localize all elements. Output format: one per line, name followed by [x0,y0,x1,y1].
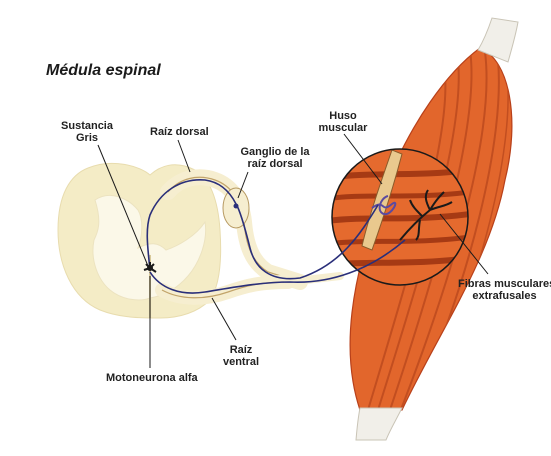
label-motoneurona: Motoneurona alfa [106,372,198,384]
label-huso-muscular: Huso muscular [308,110,378,134]
label-ganglio-line1: Ganglio de la [230,146,320,158]
label-ganglio: Ganglio de la raíz dorsal [230,146,320,170]
ganglion-cell [234,204,239,209]
label-huso-line1: Huso [308,110,378,122]
label-fibras: Fibras musculares extrafusales [458,278,551,302]
label-fibras-line2: extrafusales [458,290,551,302]
label-raiz-ventral: Raíz ventral [216,344,266,368]
label-huso-line2: muscular [308,122,378,134]
label-raiz-dorsal: Raíz dorsal [150,126,209,138]
label-sustancia-gris-line1: Sustancia [52,120,122,132]
label-raiz-ventral-line2: ventral [216,356,266,368]
tendon-bottom [356,408,402,440]
magnified-view [320,149,470,285]
label-sustancia-gris: Sustancia Gris [52,120,122,144]
leader-raiz-ventral [212,298,236,340]
label-raiz-ventral-line1: Raíz [216,344,266,356]
label-fibras-line1: Fibras musculares [458,278,551,290]
diagram-title: Médula espinal [46,62,161,80]
label-ganglio-line2: raíz dorsal [230,158,320,170]
label-sustancia-gris-line2: Gris [52,132,122,144]
